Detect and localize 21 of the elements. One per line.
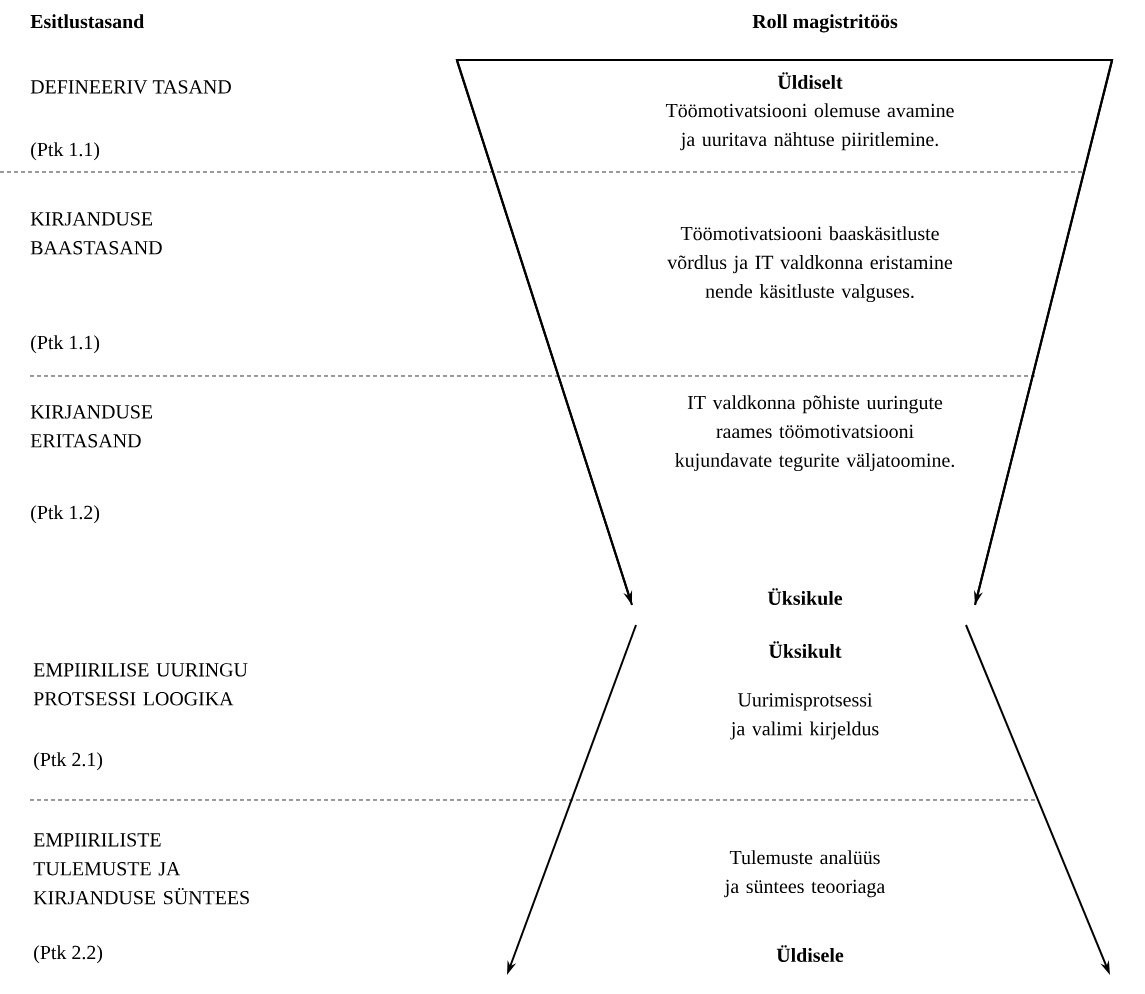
direction-heading: Üldiselt [777,72,843,89]
level-title: KIRJANDUSE ERITASAND [30,405,153,448]
chapter-reference: (Ptk 2.1) [34,752,103,771]
direction-heading: Üksikult [768,641,842,659]
chapter-reference: (Ptk 2.2) [34,945,103,964]
role-description: Töömotivatsiooni baaskäsitluste võrdlus ja IT valdkonna eristamine nende käsitluste valguses. [667,226,953,303]
role-description: Töömotivatsiooni olemuse avamine ja uuritava nähtuse piiritlemine. [665,103,954,151]
chapter-reference: (Ptk 1.2) [31,505,100,524]
direction-heading: Üldisele [776,945,844,962]
role-description: IT valdkonna põhiste uuringute raames töömotivatsiooni kujundavate tegurite väljatoomine. [675,395,954,472]
chapter-reference: (Ptk 1.1) [31,142,100,161]
level-title: DEFINEERIV TASAND [30,80,231,94]
level-title: KIRJANDUSE BAASTASAND [30,212,162,255]
column-heading: Esitlustasand [30,14,145,29]
role-description: Tulemuste analüüs ja süntees teooriaga [724,850,885,898]
direction-heading: Üksikule [767,588,843,606]
column-heading: Roll magistritöös [752,14,898,33]
level-title: EMPIIRILISTE TULEMUSTE JA KIRJANDUSE SÜNTEES [33,833,249,905]
chapter-reference: (Ptk 1.1) [31,335,100,354]
role-description: Uurimisprotsessi ja valimi kirjeldus [730,693,879,740]
level-title: EMPIIRILISE UURINGU PROTSESSI LOOGIKA [33,663,248,706]
